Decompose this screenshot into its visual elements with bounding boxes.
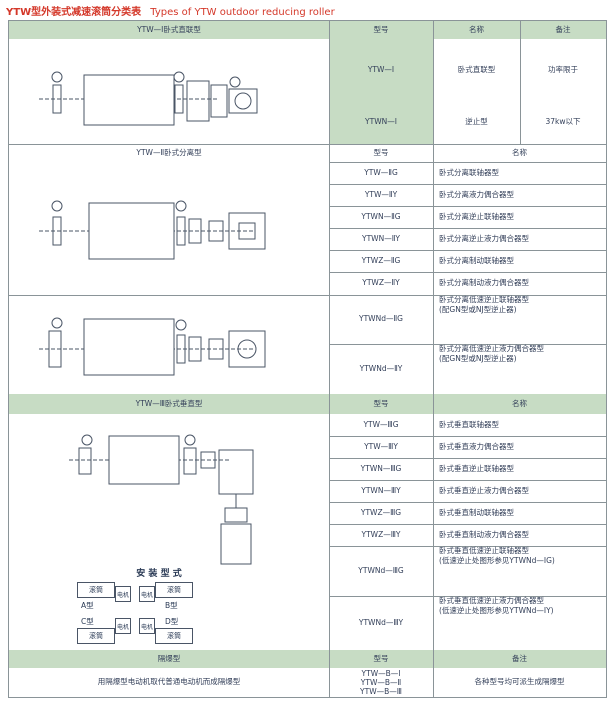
- s2-row7-sub: (配GN型或NJ型逆止器): [439, 305, 517, 315]
- s1-row2-name: 逆止型: [465, 117, 488, 127]
- s2-row8-name: 卧式分离低速逆止液力偶合器型: [439, 344, 544, 353]
- s3-row7-sub: (低速逆止处图形参见YTWNd—ⅠG): [439, 556, 555, 566]
- s2-row4-name: 卧式分离逆止液力偶合器型: [439, 233, 529, 243]
- s2-row3-model: YTWN—ⅡG: [361, 211, 401, 221]
- s1-col-model: 型号: [329, 21, 433, 39]
- s2-col-name: 名称: [512, 147, 527, 157]
- s2-row2-name: 卧式分离液力偶合器型: [439, 189, 514, 199]
- s4-col-note: 备注: [433, 650, 606, 668]
- s1-row1-name: 卧式直联型: [457, 64, 496, 74]
- s2-row7-name-cell: 卧式分离低速逆止联轴器型 (配GN型或NJ型逆止器): [433, 295, 606, 344]
- s3-row2-name: 卧式垂直液力偶合器型: [439, 441, 514, 451]
- s3-row4-name: 卧式垂直逆止液力偶合器型: [439, 485, 529, 495]
- s3-row1-model: YTW—ⅢG: [363, 419, 399, 429]
- install-types: 安 装 型 式 滚筒 电机 A型 电机 滚筒 B型 C型 滚筒 电机 D型 电机…: [69, 566, 319, 650]
- s3-row3-model: YTWN—ⅢG: [360, 463, 402, 473]
- install-b-label: B型: [165, 601, 178, 610]
- s3-row8-sub: (低速逆止处图形参见YTWNd—ⅠY): [439, 606, 554, 616]
- s4-desc: 用隔爆型电动机取代普通电动机而成隔爆型: [97, 677, 241, 687]
- s2-row7-model: YTWNd—ⅡG: [359, 314, 403, 324]
- s2-row3-name: 卧式分离逆止联轴器型: [439, 211, 514, 221]
- s3-row4-model: YTWN—ⅢY: [361, 485, 401, 495]
- install-d-label: D型: [165, 617, 179, 626]
- s2-row6-name: 卧式分离制动液力偶合器型: [439, 278, 529, 288]
- s2-row5-name: 卧式分离制动联轴器型: [439, 255, 514, 265]
- s4-col-model: 型号: [329, 650, 433, 668]
- s2-row8-sub: (配GN型或NJ型逆止器): [439, 354, 517, 364]
- s4-model-3: YTW—B—Ⅲ: [360, 687, 402, 696]
- s2-row7-name: 卧式分离低速逆止联轴器型: [439, 295, 529, 304]
- s3-row7-model: YTWNd—ⅢG: [358, 565, 404, 575]
- s3-header: YTW—Ⅲ卧式垂直型: [9, 394, 329, 414]
- s1-row2-model: YTWN—Ⅰ: [329, 101, 433, 144]
- install-title: 安 装 型 式: [136, 569, 182, 579]
- separated-roller-drawing: [39, 200, 266, 260]
- s3-row5-name: 卧式垂直制动联轴器型: [439, 507, 514, 517]
- classification-table: YTW—Ⅰ卧式直联型 型号 名称 备注 YTW—Ⅰ 卧式直联型 功率限于 YTW…: [8, 20, 607, 698]
- title-en: Types of YTW outdoor reducing roller: [150, 7, 335, 18]
- s2-row1-model: YTW—ⅡG: [364, 167, 398, 177]
- s3-col-name: 名称: [433, 394, 606, 414]
- install-d-motor: 电机: [139, 618, 155, 634]
- s4-note: 各种型号均可派生成隔爆型: [474, 677, 565, 687]
- s1-col-name: 名称: [433, 21, 520, 39]
- s2-col-model: 型号: [373, 147, 389, 157]
- s2-row8-name-cell: 卧式分离低速逆止液力偶合器型 (配GN型或NJ型逆止器): [433, 344, 606, 394]
- s2-row2-model: YTW—ⅡY: [364, 189, 398, 199]
- install-b-roller: 滚筒: [155, 582, 193, 598]
- s4-models: YTW—B—Ⅰ YTW—B—Ⅱ YTW—B—Ⅲ: [329, 668, 433, 697]
- s2-row4-model: YTWN—ⅡY: [362, 233, 400, 243]
- s4-model-1: YTW—B—Ⅰ: [361, 669, 401, 678]
- s3-col-model: 型号: [329, 394, 433, 414]
- s1-header: YTW—Ⅰ卧式直联型: [9, 21, 329, 39]
- s4-model-2: YTW—B—Ⅱ: [360, 678, 402, 687]
- s3-row8-name-cell: 卧式垂直低速逆止液力偶合器型 (低速逆止处图形参见YTWNd—ⅠY): [433, 596, 606, 650]
- page-title: YTW型外装式减速滚筒分类表 Types of YTW outdoor redu…: [6, 3, 335, 18]
- s1-row1-model: YTW—Ⅰ: [329, 39, 433, 101]
- s3-row7-name-cell: 卧式垂直低速逆止联轴器型 (低速逆止处图形参见YTWNd—ⅠG): [433, 546, 606, 596]
- s3-row3-name: 卧式垂直逆止联轴器型: [439, 463, 514, 473]
- s2-header: YTW—Ⅱ卧式分离型: [136, 147, 202, 157]
- s1-row1-note: 功率限于: [548, 64, 578, 74]
- install-d-roller: 滚筒: [155, 628, 193, 644]
- s2-row8-model: YTWNd—ⅡY: [359, 363, 403, 373]
- title-cn: YTW型外装式减速滚筒分类表: [6, 7, 142, 18]
- s1-col-note: 备注: [520, 21, 606, 39]
- s4-header: 隔爆型: [9, 650, 329, 668]
- direct-coupled-roller-drawing: [39, 71, 258, 126]
- install-c-roller: 滚筒: [77, 628, 115, 644]
- install-a-label: A型: [81, 601, 94, 610]
- install-c-label: C型: [81, 617, 94, 626]
- s2-row1-name: 卧式分离联轴器型: [439, 167, 499, 177]
- vertical-roller-drawing: [69, 434, 254, 565]
- low-speed-backstop-roller-drawing: [39, 317, 266, 376]
- s3-row6-model: YTWZ—ⅢY: [361, 529, 401, 539]
- s3-row6-name: 卧式垂直制动液力偶合器型: [439, 529, 529, 539]
- s3-row8-model: YTWNd—ⅢY: [358, 617, 404, 627]
- s3-row8-name: 卧式垂直低速逆止液力偶合器型: [439, 596, 544, 605]
- s3-row2-model: YTW—ⅢY: [364, 441, 398, 451]
- install-a-motor: 电机: [115, 586, 131, 602]
- install-b-motor: 电机: [139, 586, 155, 602]
- s2-row6-model: YTWZ—ⅡY: [362, 278, 400, 288]
- install-c-motor: 电机: [115, 618, 131, 634]
- install-a-roller: 滚筒: [77, 582, 115, 598]
- s1-row2-note: 37kw以下: [545, 117, 581, 127]
- s3-row1-name: 卧式垂直联轴器型: [439, 419, 499, 429]
- s3-row7-name: 卧式垂直低速逆止联轴器型: [439, 546, 529, 555]
- s2-row5-model: YTWZ—ⅡG: [361, 255, 401, 265]
- s3-row5-model: YTWZ—ⅢG: [360, 507, 402, 517]
